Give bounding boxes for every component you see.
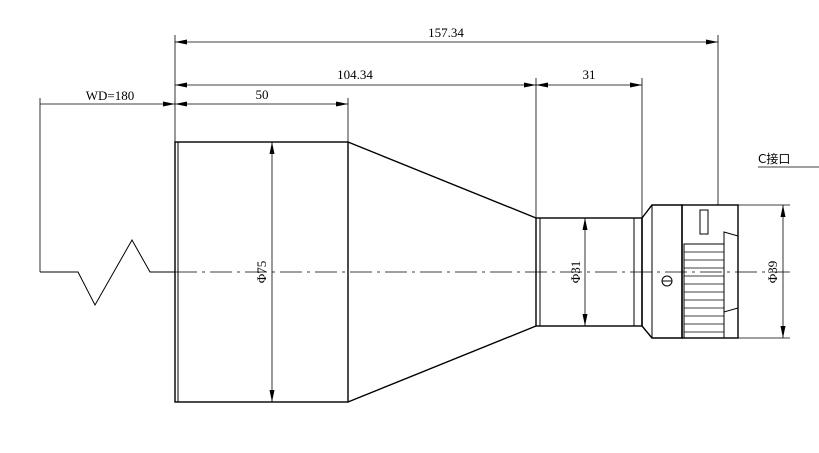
dim-label-phi39: Φ39 xyxy=(765,261,780,284)
dimension-body-length: 104.34 xyxy=(175,67,536,88)
dimension-front-length: 50 xyxy=(175,87,348,107)
dim-label-50: 50 xyxy=(256,87,269,102)
dim-label-157: 157.34 xyxy=(428,25,464,40)
dimension-working-distance: WD=180 xyxy=(40,88,175,107)
dim-label-phi75: Φ75 xyxy=(254,261,269,284)
dimension-mount-diameter: Φ39 xyxy=(765,205,786,338)
dimension-front-diameter: Φ75 xyxy=(254,142,275,402)
knurl-lines xyxy=(684,251,724,333)
dimension-total-length: 157.34 xyxy=(175,25,718,45)
dimension-rear-diameter: Φ31 xyxy=(568,218,588,326)
extension-lines xyxy=(39,35,790,339)
dimension-mount-length: 31 xyxy=(536,67,642,88)
dim-label-wd: WD=180 xyxy=(86,88,135,103)
mount-note: C接口 xyxy=(758,151,819,168)
dim-label-31: 31 xyxy=(583,67,596,82)
mount-note-label: C接口 xyxy=(758,151,790,166)
dim-label-104: 104.34 xyxy=(337,67,373,82)
dim-label-phi31: Φ31 xyxy=(568,261,583,284)
break-symbol xyxy=(40,238,175,307)
c-mount xyxy=(641,204,739,339)
